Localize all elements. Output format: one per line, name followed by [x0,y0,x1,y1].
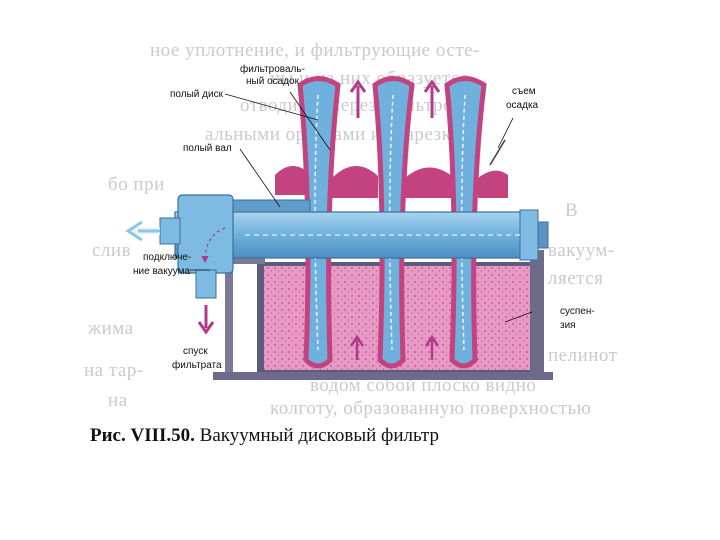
label-vacuum-line2: ние вакуума [133,266,190,278]
label-filtrate-line2: фильтрата [172,360,222,372]
label-filtrate-line1: спуск [183,346,208,358]
label-suspension-line2: зия [560,320,576,332]
figure-title: Вакуумный дисковый фильтр [200,425,439,446]
label-cake-removal-line1: съем [512,86,536,98]
label-filter-cake-line2: ный осадок [246,76,299,88]
figure-caption: Рис. VIII.50. Вакуумный дисковый фильтр [90,425,439,447]
label-hollow-shaft: полый вал [183,143,232,155]
label-vacuum-line1: подключе- [143,252,191,264]
figure-number: Рис. VIII.50. [90,425,195,446]
label-filter-cake-line1: фильтроваль- [240,64,305,76]
label-suspension-line1: суспен- [560,306,595,318]
cake-scraper [490,140,505,165]
vacuum-head [160,195,233,298]
label-hollow-disk: полый диск [170,89,223,101]
label-cake-removal-line2: осадка [506,100,538,112]
